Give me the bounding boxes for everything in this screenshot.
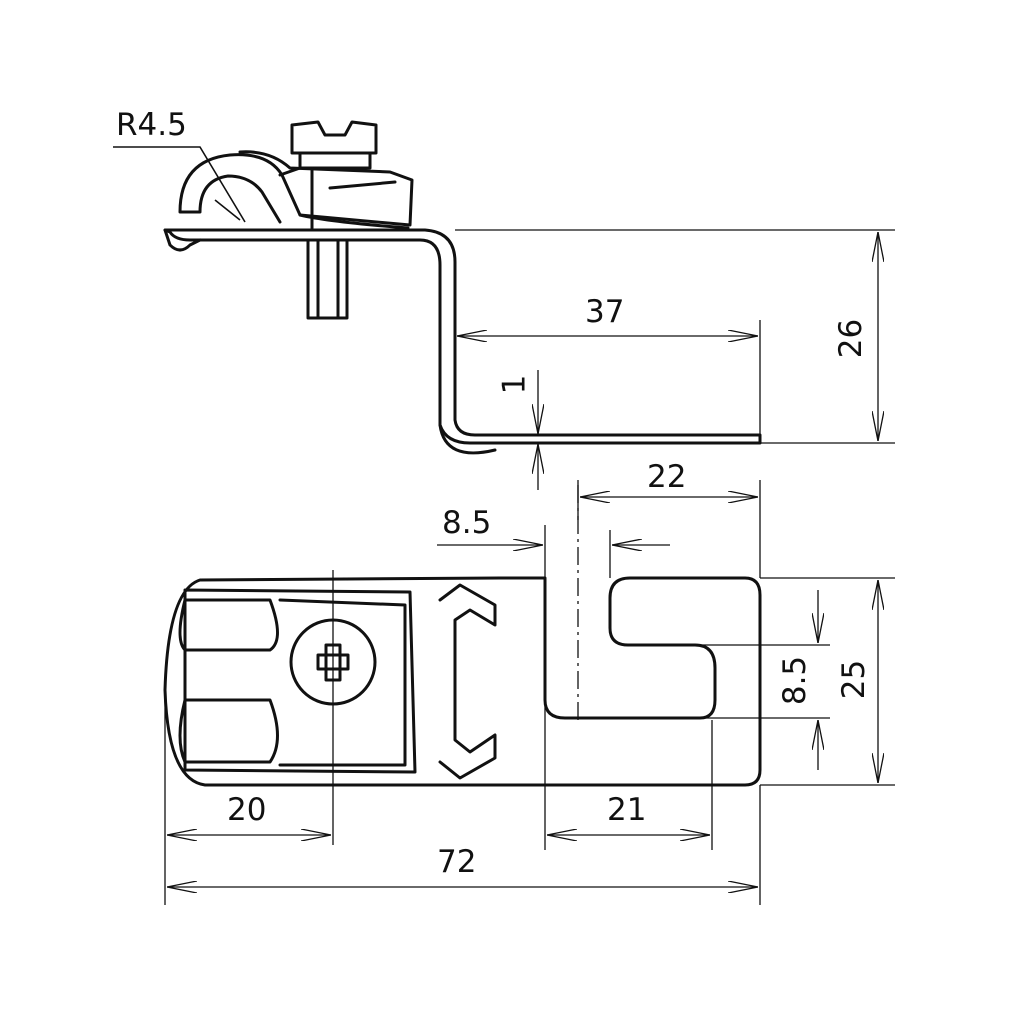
bracket-profile (163, 228, 762, 445)
length-37-label: 37 (585, 294, 625, 330)
flange-lip (163, 228, 202, 252)
offset-8-5-label: 8.5 (442, 505, 492, 541)
thickness-1-label: 1 (496, 374, 533, 395)
length-72-label: 72 (437, 844, 477, 880)
radius-label: R4.5 (116, 107, 187, 143)
plate-outline (163, 576, 762, 787)
depth-21-label: 21 (607, 792, 647, 828)
screw-shaft (306, 166, 349, 320)
position-20-label: 20 (227, 792, 267, 828)
clamp-body (278, 166, 410, 230)
clamp-hook (178, 150, 414, 227)
radius-leader (113, 146, 246, 223)
clamp-top (178, 588, 417, 774)
screw-head (290, 120, 378, 170)
plate-tabs (438, 583, 497, 780)
offset-22-label: 22 (647, 459, 687, 495)
slot-width-8-5-label: 8.5 (777, 655, 814, 706)
side-view (113, 120, 895, 490)
height-26-label: 26 (833, 318, 870, 359)
cross-recess-icon (316, 643, 350, 682)
top-view (163, 480, 895, 905)
bend-rounding (438, 423, 497, 455)
width-25-label: 25 (836, 659, 873, 700)
